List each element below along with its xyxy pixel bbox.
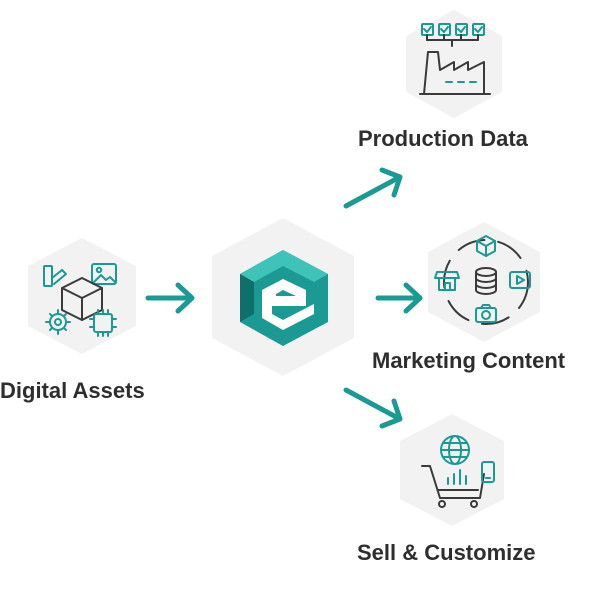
cart-icon — [421, 465, 485, 508]
image-icon — [91, 263, 117, 285]
cube-small-icon — [476, 235, 496, 257]
arrow-to-production — [343, 167, 403, 209]
marketing-content-label: Marketing Content — [372, 348, 566, 373]
arrow-to-hub — [145, 282, 195, 314]
arrow-to-marketing — [375, 282, 423, 314]
marketing-channels-icon — [434, 235, 531, 325]
store-icon — [434, 271, 460, 291]
cube-icon — [61, 277, 103, 321]
arrow-to-sell — [343, 387, 403, 429]
factory-icon — [419, 23, 491, 95]
production-data-label: Production Data — [358, 126, 528, 151]
digital-assets-label: Digital Assets — [0, 378, 145, 403]
gear-icon — [45, 309, 71, 335]
digital-assets-icon — [43, 263, 117, 337]
database-icon — [475, 267, 497, 295]
digital-assets-hex-bg — [28, 238, 136, 354]
chip-icon — [89, 309, 117, 337]
sell-hex-bg — [400, 414, 504, 526]
palette-icon — [43, 265, 67, 287]
camera-icon — [475, 304, 497, 323]
sell-customize-label: Sell & Customize — [357, 540, 536, 565]
globe-icon — [440, 435, 470, 465]
phone-icon — [481, 461, 495, 483]
shopping-cart-globe-icon — [421, 435, 495, 508]
video-icon — [509, 271, 531, 289]
